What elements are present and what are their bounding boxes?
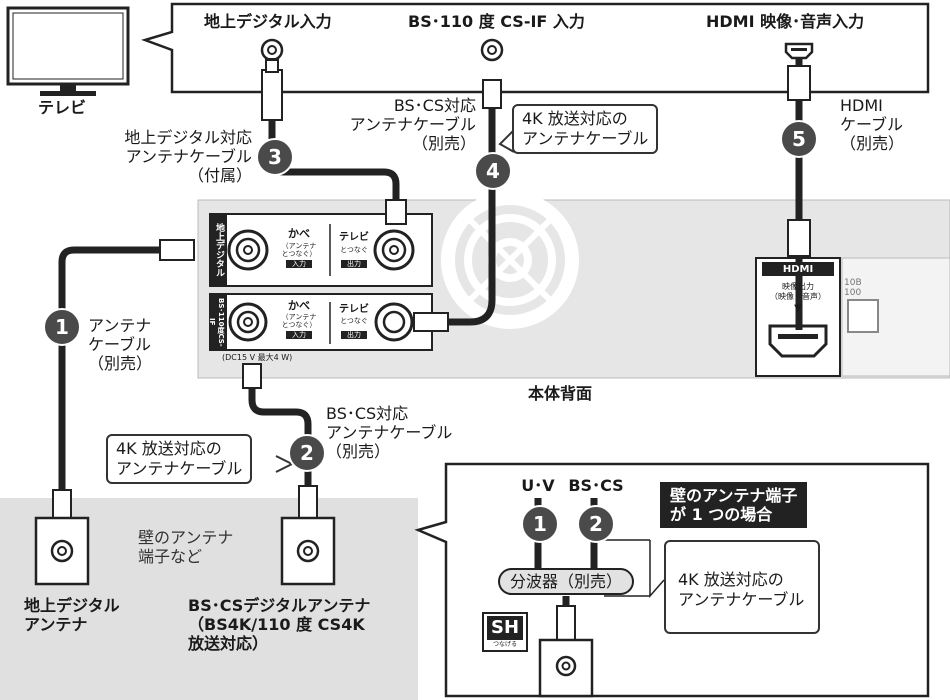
cable-1-badge: 1 <box>43 308 81 346</box>
hdmi-panel <box>755 257 950 377</box>
inset-callout-pointer <box>604 539 665 598</box>
terrestrial-wall-in-label: かべ <box>288 227 310 240</box>
cable-4 <box>413 79 502 332</box>
cable-2-label: BS･CS対応 アンテナケーブル （別売） <box>326 404 453 461</box>
cable-4-label: BS･CS対応 アンテナケーブル （別売） <box>349 96 476 153</box>
bs-tv-out-label: テレビ <box>339 304 369 315</box>
inset-badge-1: 1 <box>521 505 559 543</box>
recorder-edge-text: 10B 100 <box>844 278 862 298</box>
bs-tv-out-sub: とつなぐ <box>340 317 368 325</box>
wall-socket-bs <box>280 516 336 586</box>
bs-wall-in-sub: （アンテナ とつなぐ） <box>281 313 317 329</box>
callout-4-pointer <box>498 129 515 153</box>
terrestrial-antenna-label: 地上デジタル アンテナ <box>24 596 120 634</box>
inset-badge-2: 2 <box>577 505 615 543</box>
bs-antenna-label: BS･CSデジタルアンテナ （BS4K/110 度 CS4K 放送対応） <box>188 596 371 653</box>
hdmi-logo: HDMI <box>782 264 814 275</box>
wall-terminal-note: 壁のアンテナ 端子など <box>138 528 234 566</box>
tv-hdmi-port-icon <box>784 42 814 60</box>
tv-label: テレビ <box>38 98 87 117</box>
tv-input-hdmi-label: HDMI 映像･音声入力 <box>706 12 865 31</box>
cable-3-label: 地上デジタル対応 アンテナケーブル （付属） <box>124 128 252 185</box>
hdmi-out-label: 映像出力 （映像・音声） <box>770 282 826 301</box>
terrestrial-in-tag: 入力 <box>286 260 312 268</box>
terrestrial-panel-label: 地上デジタル <box>211 218 226 282</box>
tv-bs-port-icon <box>480 38 504 62</box>
bs-in-tag: 入力 <box>286 331 312 339</box>
cable-2-callout: 4K 放送対応の アンテナケーブル <box>106 434 253 484</box>
cable-4-badge: 4 <box>474 152 512 190</box>
terrestrial-wall-in-sub: （アンテナ とつなぐ） <box>281 242 317 258</box>
bs-wall-in-label: かべ <box>288 299 310 312</box>
tv-icon <box>6 6 130 96</box>
cable-4-callout: 4K 放送対応の アンテナケーブル <box>512 104 659 154</box>
bs-out-tag: 出力 <box>341 331 367 339</box>
sh-logo-text: SH <box>487 616 523 640</box>
hdmi-out-arrow: ▼ <box>794 303 802 314</box>
cable-5-label: HDMI ケーブル （別売） <box>840 96 905 153</box>
inset-bscs-label: BS･CS <box>568 476 624 495</box>
tv-panel <box>141 2 930 94</box>
cable-5-badge: 5 <box>780 120 818 158</box>
wall-socket-terrestrial <box>34 516 90 586</box>
terrestrial-out-tag: 出力 <box>341 260 367 268</box>
cable-1-label: アンテナ ケーブル （別売） <box>88 316 153 373</box>
splitter-label: 分波器（別売） <box>498 568 635 595</box>
cable-2 <box>242 363 318 523</box>
fan-icon <box>441 191 579 329</box>
inset-callout: 4K 放送対応の アンテナケーブル <box>664 540 820 634</box>
cable-3-badge: 3 <box>256 138 294 176</box>
cable-2-badge: 2 <box>288 434 326 472</box>
power-note: (DC15 V 最大4 W) <box>222 353 293 362</box>
inset-title: 壁のアンテナ端子 が 1 つの場合 <box>660 482 808 528</box>
cable-5 <box>787 58 811 330</box>
bs-panel-label: BS･110度CS-IF <box>208 296 226 348</box>
tv-input-bs-label: BS･110 度 CS-IF 入力 <box>408 12 585 31</box>
tv-input-terrestrial-label: 地上デジタル入力 <box>204 12 332 31</box>
sh-logo: SH つなげる <box>482 612 528 652</box>
tv-terrestrial-port-icon <box>260 38 284 62</box>
cable-1 <box>52 239 195 525</box>
recorder-label: 本体背面 <box>527 384 592 403</box>
terrestrial-tv-out-sub: とつなぐ <box>340 246 368 254</box>
sh-logo-sub: つなげる <box>492 641 517 648</box>
terrestrial-tv-out-label: テレビ <box>339 232 369 243</box>
inset-uv-label: U･V <box>521 476 555 495</box>
